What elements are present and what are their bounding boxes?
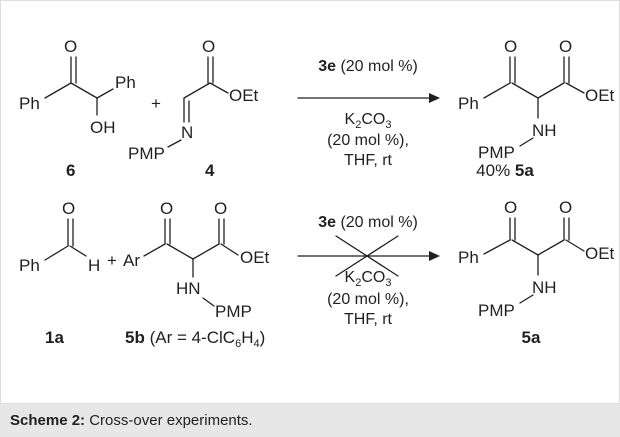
atom-nh: NH — [532, 278, 557, 297]
atom-nh: NH — [532, 121, 557, 140]
atom-o: O — [504, 198, 517, 217]
atom-pmp: PMP — [215, 302, 252, 321]
base-condition: K2CO3 — [345, 111, 392, 131]
compound-4-structure: O OEt N PMP — [128, 37, 259, 163]
atom-ph: Ph — [458, 248, 479, 267]
compound-4-label: 4 — [205, 161, 215, 180]
atom-oet: OEt — [585, 86, 615, 105]
figure-caption: Scheme 2: Cross-over experiments. — [10, 412, 253, 429]
compound-6-structure: Ph O Ph OH — [19, 37, 136, 137]
atom-pmp: PMP — [478, 143, 515, 162]
atom-oet: OEt — [240, 248, 270, 267]
atom-ph: Ph — [458, 94, 479, 113]
product-5a-structure: Ph O O OEt NH PMP — [458, 198, 615, 320]
atom-h: H — [88, 256, 100, 275]
plus-sign: + — [107, 251, 117, 270]
catalyst-condition: 3e (20 mol %) — [318, 214, 418, 231]
atom-o: O — [504, 37, 517, 56]
catalyst-condition: 3e (20 mol %) — [318, 58, 418, 75]
solvent-condition: THF, rt — [344, 311, 393, 328]
atom-oet: OEt — [229, 86, 259, 105]
atom-o: O — [202, 37, 215, 56]
atom-o: O — [214, 199, 227, 218]
product-5a-yield-label: 40% 5a — [476, 161, 534, 180]
atom-o: O — [559, 37, 572, 56]
atom-oet: OEt — [585, 244, 615, 263]
atom-o: O — [62, 199, 75, 218]
atom-ph: Ph — [19, 94, 40, 113]
atom-oh: OH — [90, 118, 116, 137]
compound-1a-structure: Ph O H — [19, 199, 100, 275]
compound-6-label: 6 — [66, 161, 75, 180]
reaction-arrow-head — [429, 93, 440, 103]
solvent-condition: THF, rt — [344, 152, 393, 169]
product-5a-structure: Ph O O OEt NH PMP — [458, 37, 615, 162]
atom-o: O — [559, 198, 572, 217]
base-condition: K2CO3 — [345, 269, 392, 289]
caption-bar: Scheme 2: Cross-over experiments. — [0, 404, 620, 437]
atom-pmp: PMP — [128, 144, 165, 163]
atom-o: O — [64, 37, 77, 56]
atom-hn: HN — [176, 279, 201, 298]
reaction-scheme: Ph O Ph OH 6 + O OEt N PMP 4 3e (20 mol … — [0, 0, 620, 404]
atom-ph: Ph — [19, 256, 40, 275]
atom-ph: Ph — [115, 73, 136, 92]
reaction-arrow-head — [429, 251, 440, 261]
base-loading-condition: (20 mol %), — [327, 132, 409, 149]
atom-n: N — [181, 123, 193, 142]
plus-sign: + — [151, 94, 161, 113]
product-5a-label: 5a — [522, 328, 541, 347]
caption-label: Scheme 2: — [10, 412, 86, 429]
compound-5b-structure: Ar O O OEt HN PMP — [123, 199, 270, 321]
atom-ar: Ar — [123, 251, 140, 270]
atom-o: O — [160, 199, 173, 218]
caption-text: Cross-over experiments. — [85, 412, 253, 429]
cross-mark-line — [335, 235, 399, 277]
atom-pmp: PMP — [478, 301, 515, 320]
base-loading-condition: (20 mol %), — [327, 291, 409, 308]
compound-5b-label: 5b (Ar = 4-ClC6H4) — [125, 328, 265, 350]
compound-1a-label: 1a — [45, 328, 64, 347]
